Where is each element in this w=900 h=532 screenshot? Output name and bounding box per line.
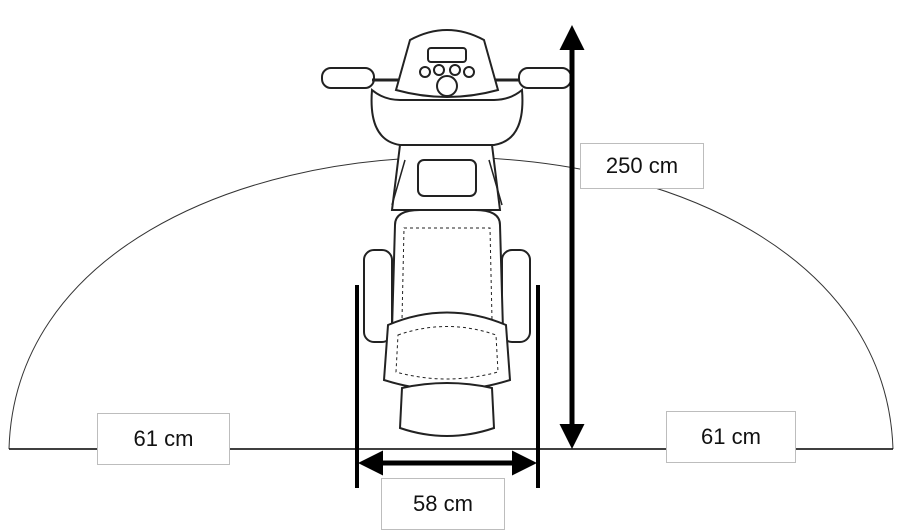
- right-clearance-label: 61 cm: [666, 411, 796, 463]
- height-label: 250 cm: [580, 143, 704, 189]
- left-clearance-label: 61 cm: [97, 413, 230, 465]
- mobility-scooter-illustration: [321, 29, 572, 437]
- width-label: 58 cm: [381, 478, 505, 530]
